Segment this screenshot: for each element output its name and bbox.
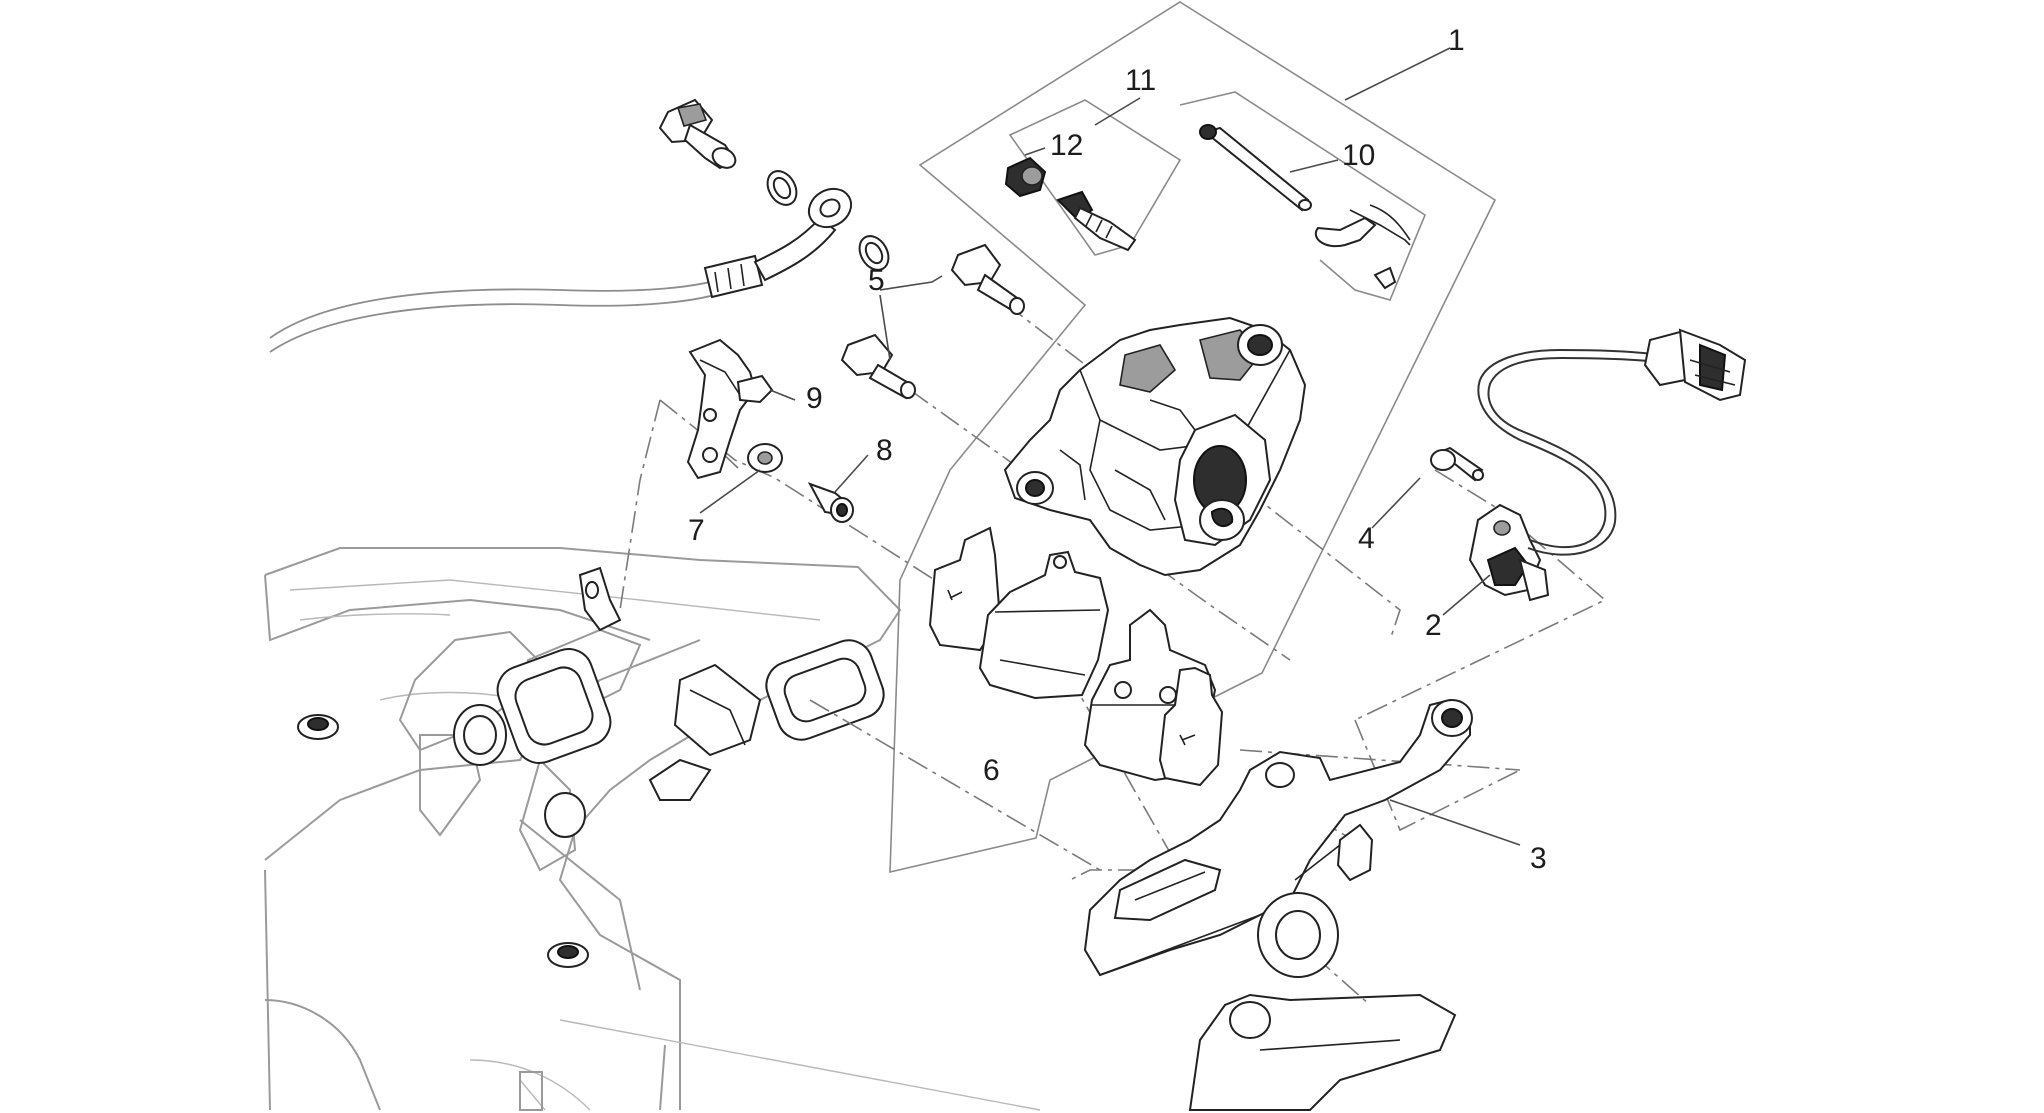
pin-spring-kit-box xyxy=(1179,91,1426,301)
part-label-1: 1 xyxy=(1448,24,1465,57)
caliper-bolt-lower xyxy=(840,333,916,400)
swingarm-pivot-hole xyxy=(453,704,586,838)
swingarm-slot-right xyxy=(765,639,885,741)
pin-spring-clip xyxy=(1315,204,1411,290)
swingarm-bracket-block xyxy=(673,663,762,757)
caliper-kit-box xyxy=(889,1,1497,874)
pad-shim-right xyxy=(1158,666,1224,787)
swingarm-grommet-top xyxy=(297,714,339,740)
part-label-9: 9 xyxy=(806,382,823,415)
part-label-8: 8 xyxy=(876,434,893,467)
part-label-3: 3 xyxy=(1530,842,1547,875)
caliper-bolt-upper xyxy=(950,243,1025,315)
swingarm-tab xyxy=(578,566,712,801)
abs-sensor-connector xyxy=(1643,328,1747,402)
brake-hose xyxy=(269,216,837,353)
swingarm-grommet-bottom xyxy=(547,942,589,968)
abs-sensor-cable xyxy=(1477,348,1661,556)
banjo-fitting xyxy=(807,187,853,229)
banjo-bolt xyxy=(658,98,737,170)
copper-washer-upper xyxy=(766,170,798,206)
bracket-screw xyxy=(807,482,854,523)
part-label-4: 4 xyxy=(1358,522,1375,555)
part-label-11: 11 xyxy=(1125,64,1156,97)
caliper-carrier-bracket xyxy=(1083,698,1473,978)
leader-lines xyxy=(699,47,1521,846)
brake-caliper-body xyxy=(1003,316,1307,577)
swingarm-slot-left xyxy=(496,648,612,764)
part-label-6: 6 xyxy=(983,754,1000,787)
part-number-labels: 1 11 12 10 5 9 8 7 4 2 6 3 xyxy=(688,24,1547,875)
abs-speed-sensor xyxy=(1468,503,1550,602)
part-label-5: 5 xyxy=(868,264,885,297)
frame-lower-bracket xyxy=(1188,993,1457,1111)
swingarm-frame-outline xyxy=(264,547,1041,1111)
hose-guide-bracket xyxy=(686,338,774,480)
bleed-valve xyxy=(1056,190,1137,252)
part-label-12: 12 xyxy=(1050,129,1083,162)
bleed-cap xyxy=(1004,156,1047,198)
pad-pin xyxy=(1199,124,1312,212)
part-label-2: 2 xyxy=(1425,609,1442,642)
brake-pad-left xyxy=(978,550,1110,700)
bleed-valve-kit-box xyxy=(1008,99,1182,256)
part-label-7: 7 xyxy=(688,514,705,547)
pad-shim-left xyxy=(928,526,1002,652)
washer xyxy=(747,443,783,473)
sensor-screw xyxy=(1430,446,1484,482)
part-label-10: 10 xyxy=(1342,139,1375,172)
copper-washer-lower xyxy=(858,235,890,271)
